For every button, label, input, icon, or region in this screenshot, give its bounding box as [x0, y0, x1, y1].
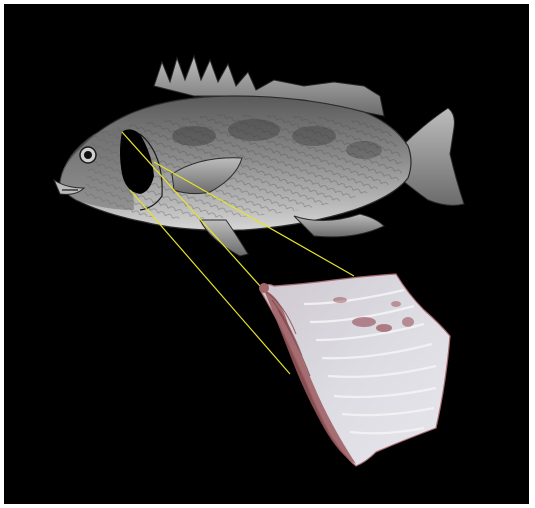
fish-scale-photo-icon	[259, 274, 450, 466]
figure-frame	[4, 4, 529, 504]
tail-fin	[402, 108, 464, 205]
fish-illustration-icon	[54, 56, 464, 256]
fish-figure	[4, 4, 529, 504]
